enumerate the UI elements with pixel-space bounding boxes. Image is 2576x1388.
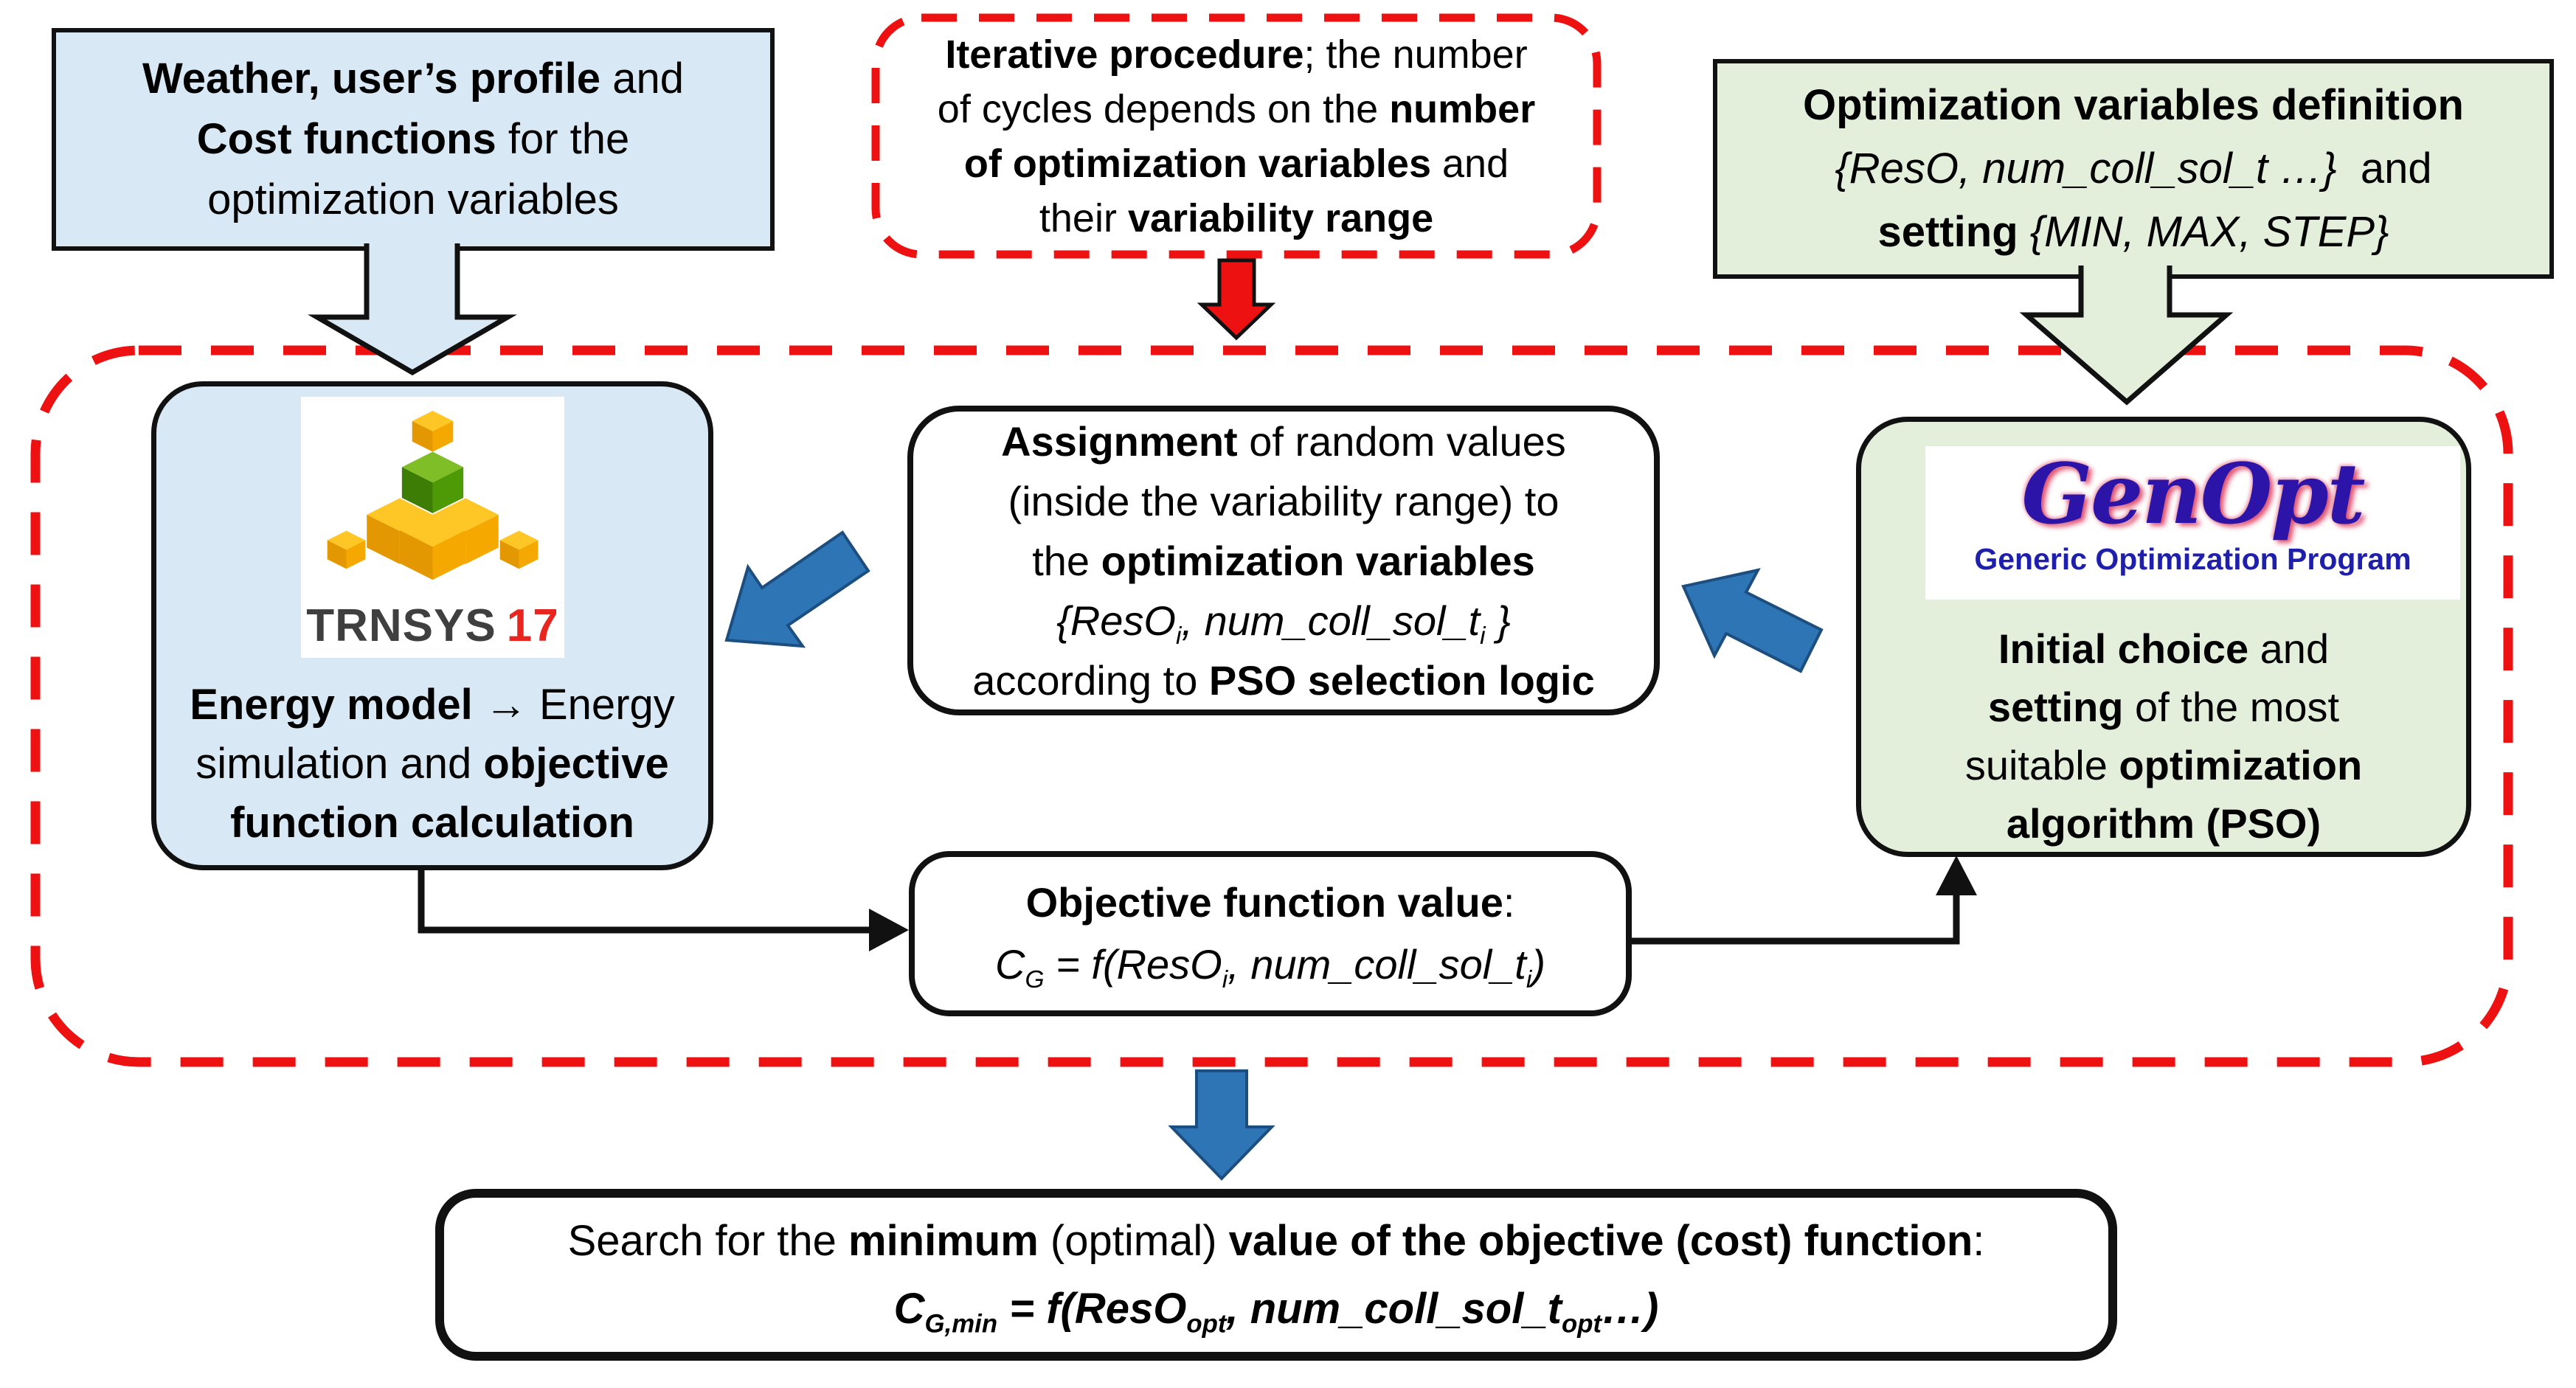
weather-to-trnsys-arrow: [308, 243, 517, 376]
assignment-to-trnsys-arrow: [724, 530, 870, 648]
optimization-variables-definition-text: Optimization variables definition{ResO, …: [1803, 81, 2464, 256]
trnsys-version: 17: [506, 600, 559, 651]
trnsys-to-objective-connector: [418, 869, 909, 951]
search-minimum-text: Search for the minimum (optimal) value o…: [567, 1216, 1985, 1339]
objective-function-value-text: Objective function value:CG = f(ResOi, n…: [994, 879, 1545, 994]
search-minimum-box: Search for the minimum (optimal) value o…: [435, 1189, 2117, 1361]
objective-to-genopt-connector: [1632, 856, 1977, 945]
genopt-initial-choice-box: GenOpt Generic Optimization Program Init…: [1856, 417, 2471, 857]
genopt-to-assignment-arrow: [1681, 568, 1824, 673]
genopt-logo: GenOpt Generic Optimization Program: [1925, 446, 2460, 600]
assignment-random-values-box: Assignment of random values(inside the v…: [907, 406, 1660, 715]
iteration-red-arrow: [1197, 258, 1276, 341]
optvars-to-genopt-arrow: [2019, 266, 2234, 406]
optimization-variables-definition-box: Optimization variables definition{ResO, …: [1713, 59, 2554, 279]
genopt-logo-title: GenOpt: [2021, 446, 2366, 543]
genopt-logo-subtitle: Generic Optimization Program: [1974, 542, 2411, 576]
loop-to-search-arrow: [1168, 1069, 1275, 1181]
objective-function-value-box: Objective function value:CG = f(ResOi, n…: [909, 851, 1632, 1016]
trnsys-name: TRNSYS: [306, 600, 496, 651]
trnsys-cubes-icon: [327, 411, 539, 580]
assignment-random-values-text: Assignment of random values(inside the v…: [972, 417, 1595, 704]
